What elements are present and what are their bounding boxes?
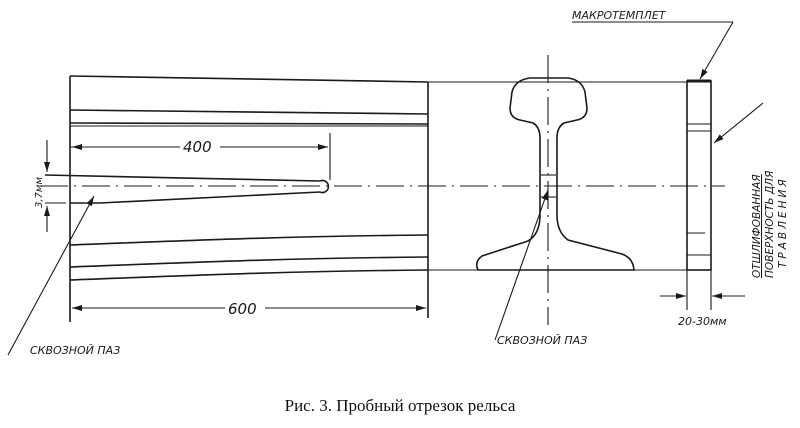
dimension-600: 600 — [72, 300, 426, 318]
dim-thickness-label: 20-30мм — [678, 315, 727, 328]
rail-cross-section — [428, 77, 690, 271]
macrotemplet-label: МАКРОТЕМПЛЕТ — [572, 9, 667, 22]
dim-600-label: 600 — [228, 300, 257, 318]
polished-label-line2: ПОВЕРХНОСТЬ ДЛЯ — [764, 170, 776, 278]
polished-label-line1: ОТШЛИФОВАННАЯ — [751, 174, 763, 278]
slot-leader-center — [494, 189, 549, 341]
figure-caption: Рис. 3. Пробный отрезок рельса — [284, 396, 516, 415]
macrotemplet — [686, 79, 712, 310]
polished-surface-label: ОТШЛИФОВАННАЯ ПОВЕРХНОСТЬ ДЛЯ ТРАВЛЕНИЯ — [751, 170, 789, 278]
slot-label-left: СКВОЗНОЙ ПАЗ — [30, 344, 120, 357]
through-slot — [44, 174, 330, 204]
dim-slot-label: 3,7мм — [34, 177, 45, 208]
macrotemplet-leader — [699, 21, 734, 80]
polished-surface-leader — [713, 102, 764, 144]
dimension-400: 400 — [70, 133, 331, 180]
rail-side-view — [69, 75, 429, 322]
slot-leader-left — [7, 195, 95, 356]
dim-400-label: 400 — [183, 138, 212, 156]
polished-label-line3: ТРАВЛЕНИЯ — [777, 176, 789, 268]
slot-label-center: СКВОЗНОЙ ПАЗ — [497, 334, 587, 347]
dimension-slot-width: 3,7мм — [34, 140, 50, 232]
dimension-thickness: 20-30мм — [660, 293, 745, 328]
